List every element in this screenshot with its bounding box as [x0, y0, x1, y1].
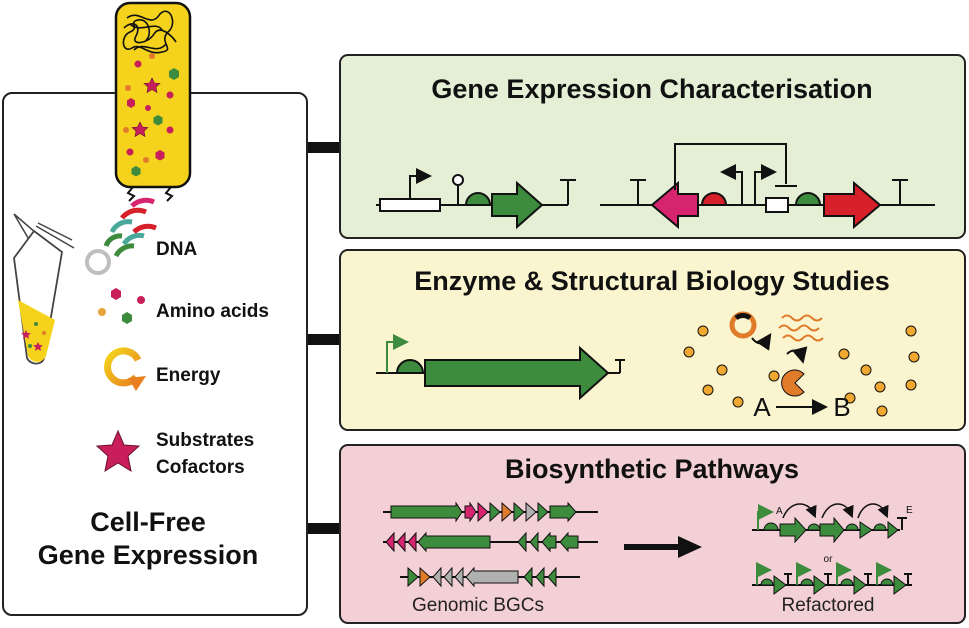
pathway-end-label: E	[906, 505, 913, 516]
enzyme-panel-title: Enzyme & Structural Biology Studies	[414, 266, 890, 296]
refactored-operon: A E	[752, 503, 913, 544]
refactored-monocistronic	[752, 562, 912, 595]
component-label-amino-acids: Amino acids	[156, 301, 269, 322]
pathways-panel: Biosynthetic Pathways	[339, 444, 966, 624]
connector-bottom	[306, 523, 342, 534]
feedback-gene-construct	[600, 143, 935, 230]
connector-top	[306, 142, 342, 153]
left-panel: DNA Amino acids Energy Substrates Cofact…	[2, 1, 308, 616]
energy-cycle-icon	[104, 347, 146, 391]
genomic-bgc-cluster-2	[383, 531, 598, 553]
panel-connectors	[306, 142, 342, 534]
gene-expression-panel-title: Gene Expression Characterisation	[431, 74, 872, 104]
or-label: or	[824, 554, 834, 565]
refactored-caption: Refactored	[782, 595, 875, 616]
component-label-substrates: Substrates	[156, 430, 254, 451]
overexpression-construct	[376, 334, 625, 401]
refactoring-arrow	[624, 536, 702, 558]
component-label-dna: DNA	[156, 239, 197, 260]
genomic-bgc-cluster-1	[383, 501, 598, 523]
component-label-energy: Energy	[156, 365, 221, 386]
pathways-panel-title: Biosynthetic Pathways	[505, 454, 799, 484]
pathway-start-label: A	[776, 506, 783, 517]
reaction-tube-icon	[13, 213, 75, 365]
product-label: B	[833, 392, 850, 422]
amino-acids-icon	[98, 288, 145, 324]
cell-lysate-icon	[114, 1, 192, 202]
dna-plasmid-icon	[85, 197, 158, 275]
gene-expression-panel: Gene Expression Characterisation	[339, 54, 966, 239]
component-label-cofactors: Cofactors	[156, 457, 245, 478]
left-panel-title-line2: Gene Expression	[38, 540, 259, 570]
reactant-label: A	[753, 392, 771, 422]
simple-gene-construct	[376, 168, 576, 230]
enzyme-reaction-illustration: A B	[683, 311, 920, 422]
enzyme-panel: Enzyme & Structural Biology Studies	[339, 249, 966, 431]
connector-middle	[306, 334, 342, 345]
star-icon	[95, 429, 141, 473]
genomic-bgc-cluster-3	[400, 566, 580, 588]
left-panel-title-line1: Cell-Free	[90, 507, 206, 537]
genomic-bgcs-caption: Genomic BGCs	[412, 595, 544, 616]
